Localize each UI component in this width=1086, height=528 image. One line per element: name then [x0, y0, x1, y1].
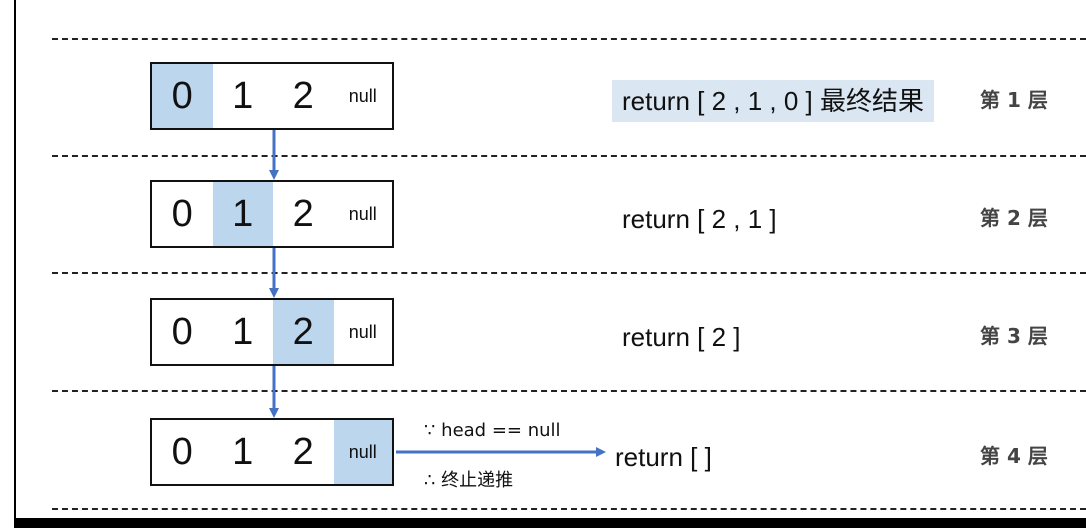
- list-node-null: null: [333, 420, 393, 484]
- layer-label: 第 1 层: [980, 88, 1048, 112]
- list-node-1: 1: [232, 430, 254, 473]
- linked-list-box: 0 1 2 null: [150, 180, 394, 248]
- list-node-2: 2: [292, 192, 314, 235]
- return-value: return [ 2 ]: [622, 322, 741, 352]
- list-node-null: null: [348, 85, 377, 106]
- level-divider: [52, 38, 1086, 40]
- layer-label: 第 3 层: [980, 324, 1048, 348]
- frame-bottom-border: [14, 518, 1086, 528]
- linked-list-box: 0 1 2 null: [150, 298, 394, 366]
- frame-left-border: [14, 0, 16, 520]
- recursion-level-4: 0 1 2 null return [ ] 第 4 层: [0, 418, 1086, 488]
- list-node-0: 0: [171, 192, 193, 235]
- list-node-1: 1: [232, 74, 254, 117]
- list-node-2: 2: [273, 300, 334, 364]
- list-node-1: 1: [212, 182, 273, 246]
- base-case-conclusion: ∴ 终止递推: [424, 470, 514, 491]
- recursion-level-3: 0 1 2 null return [ 2 ] 第 3 层: [0, 298, 1086, 368]
- level-divider: [52, 508, 1086, 510]
- recursion-level-1: 0 1 2 null return [ 2 , 1 , 0 ] 最终结果 第 1…: [0, 62, 1086, 132]
- recursion-level-2: 0 1 2 null return [ 2 , 1 ] 第 2 层: [0, 180, 1086, 250]
- layer-label: 第 4 层: [980, 444, 1048, 468]
- base-case-condition: ∵ head == null: [424, 420, 561, 441]
- layer-label: 第 2 层: [980, 206, 1048, 230]
- level-divider: [52, 155, 1086, 157]
- list-node-0: 0: [152, 64, 213, 128]
- linked-list-box: 0 1 2 null: [150, 418, 394, 486]
- return-value: return [ ]: [615, 442, 712, 472]
- list-node-2: 2: [292, 430, 314, 473]
- list-node-1: 1: [232, 310, 254, 353]
- level-divider: [52, 272, 1086, 274]
- list-node-0: 0: [171, 310, 193, 353]
- return-value: return [ 2 , 1 ]: [622, 204, 777, 234]
- linked-list-box: 0 1 2 null: [150, 62, 394, 130]
- list-node-2: 2: [292, 74, 314, 117]
- level-divider: [52, 390, 1086, 392]
- list-node-0: 0: [171, 430, 193, 473]
- list-node-null: null: [348, 203, 377, 224]
- return-value: return [ 2 , 1 , 0 ] 最终结果: [612, 80, 934, 122]
- list-node-null: null: [348, 321, 377, 342]
